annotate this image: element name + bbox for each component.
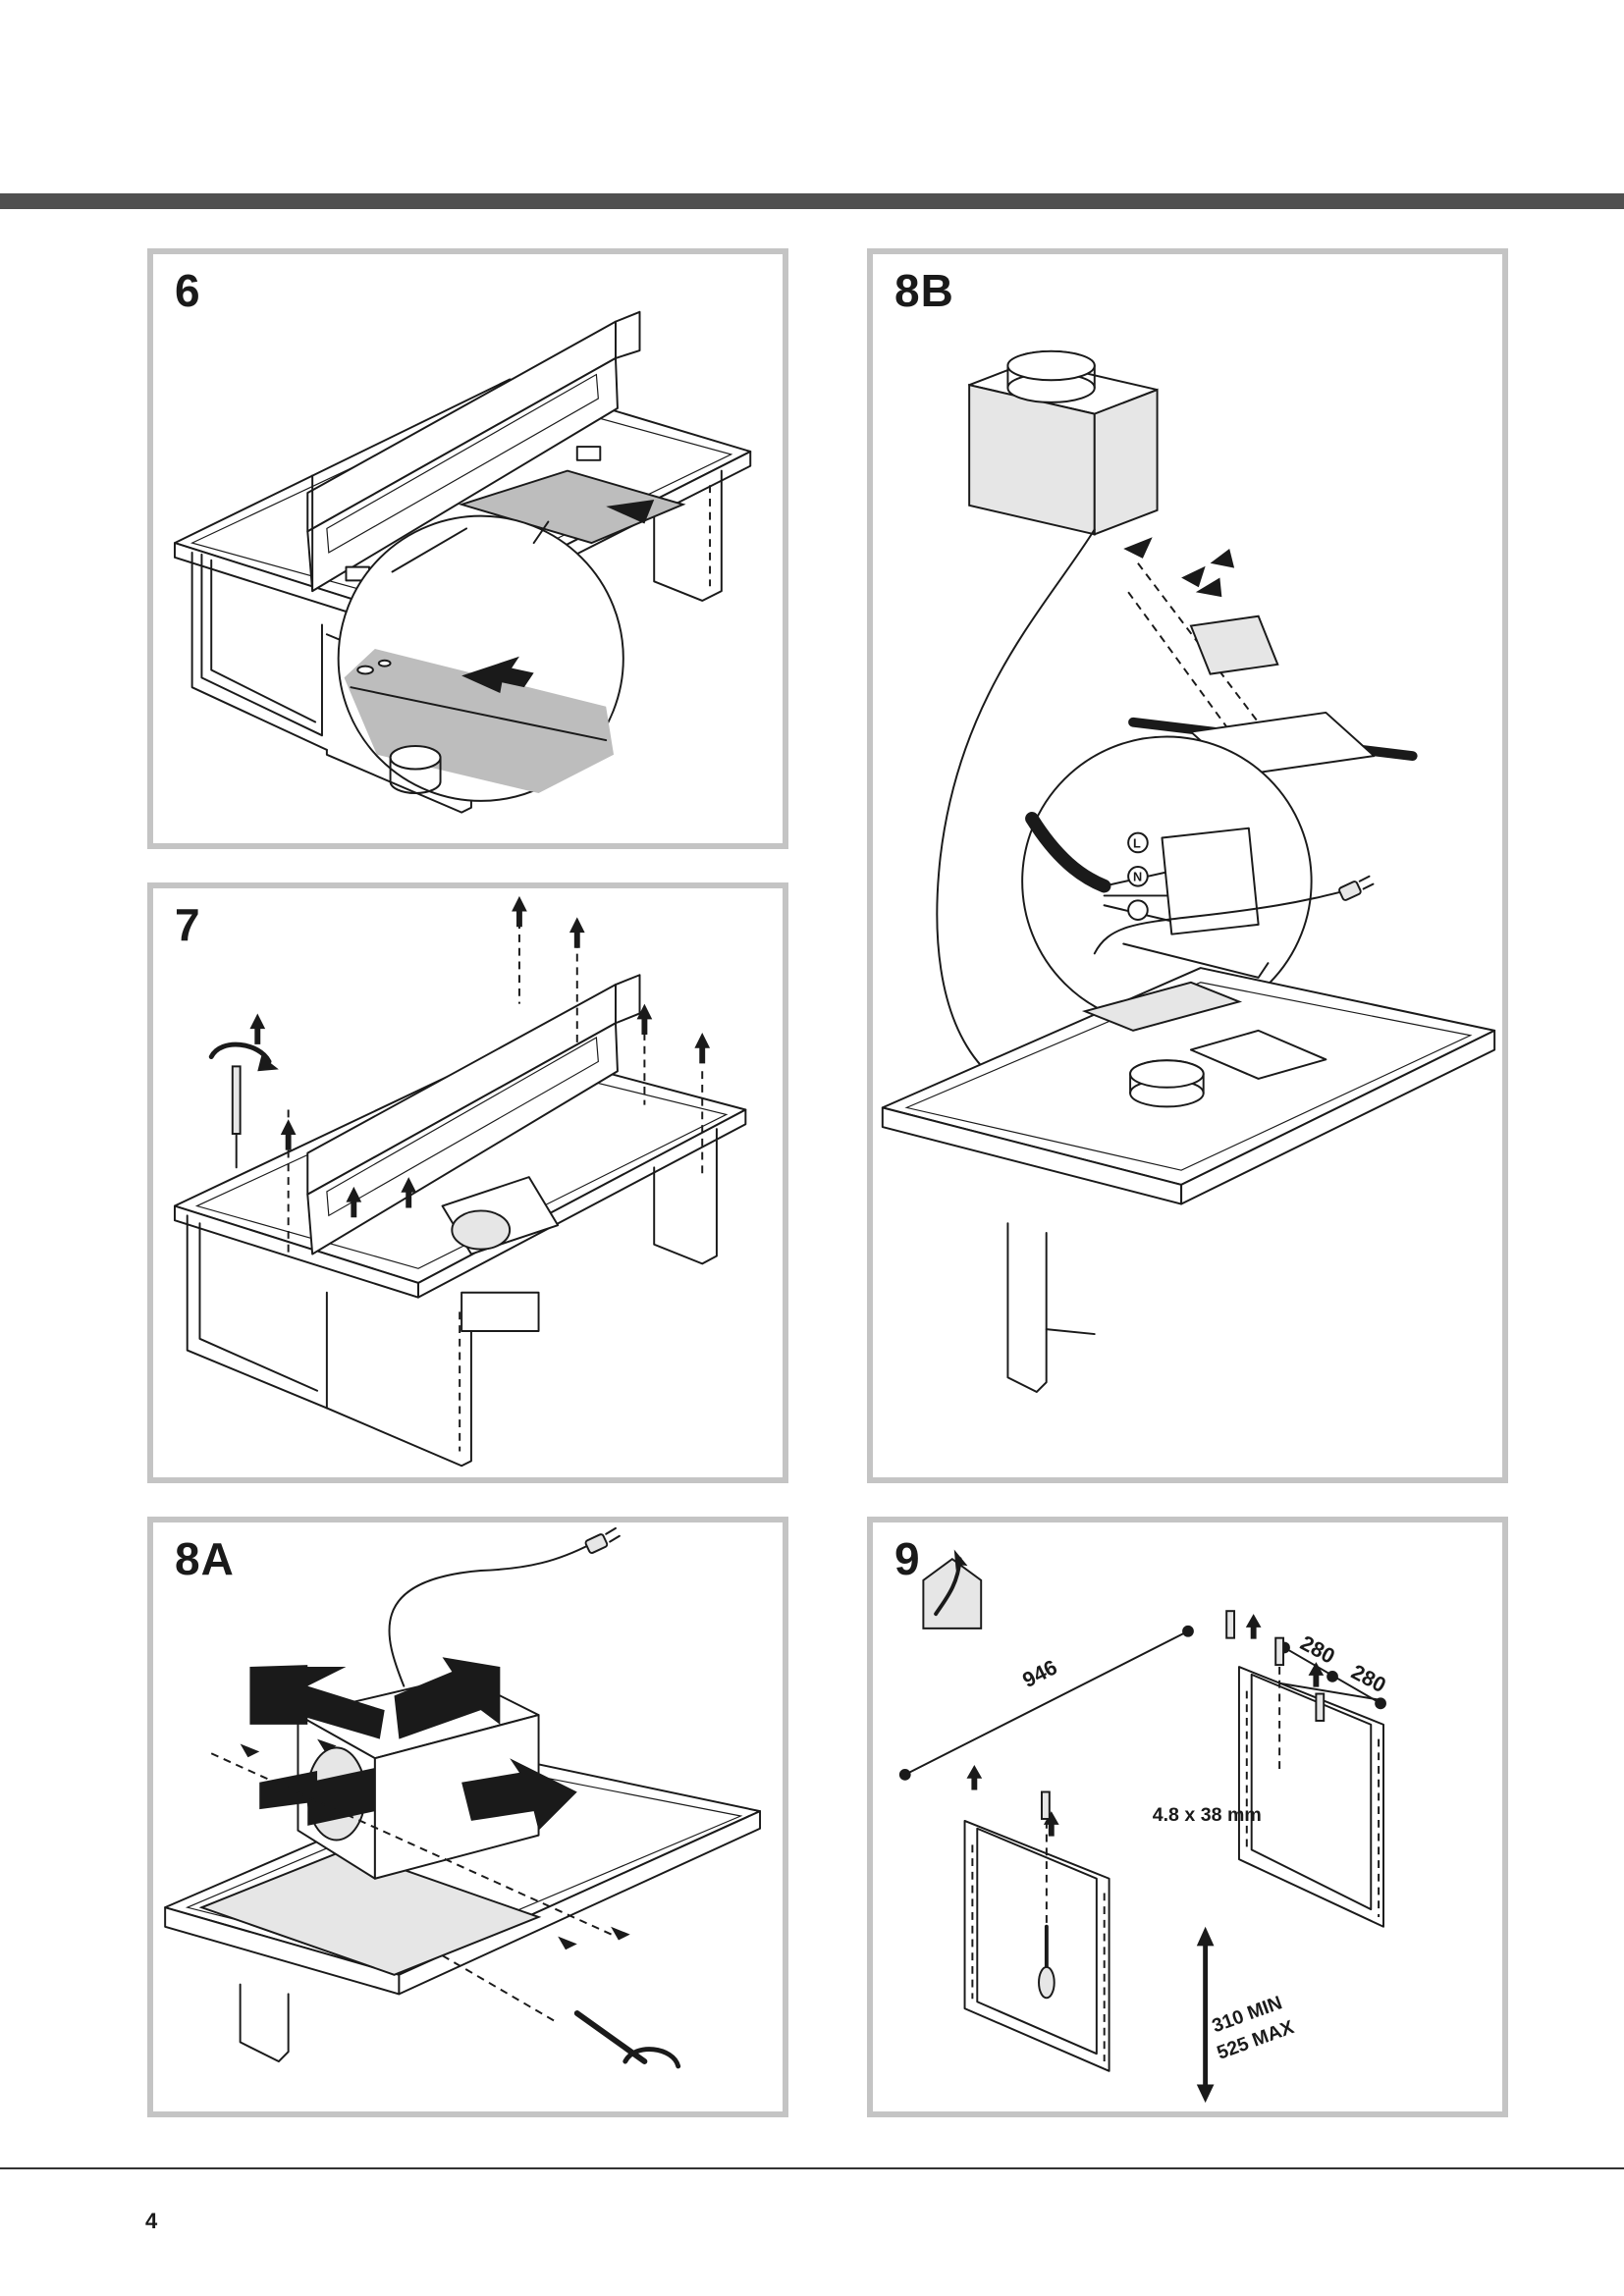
panel-6: 6	[147, 248, 788, 849]
terminal-N-label: N	[1133, 870, 1142, 884]
page-number: 4	[145, 2209, 158, 2233]
arrow-icon	[966, 1614, 1325, 1837]
screwdriver-icon	[208, 1041, 279, 1169]
power-plug-icon	[584, 1526, 621, 1554]
panel-8A: 8A	[147, 1517, 788, 2117]
screw-size-label: 4.8 x 38 mm	[1153, 1804, 1262, 1826]
dimension-946: 946	[1018, 1654, 1060, 1692]
power-plug-icon	[1338, 875, 1375, 901]
panel-6-label: 6	[175, 265, 201, 316]
panel-8B: L N 8B	[867, 248, 1508, 1483]
ducted-house-icon	[922, 1549, 983, 1629]
arrow-icon	[249, 895, 711, 1255]
panel-7: 7	[147, 882, 788, 1483]
panel-8B-label: 8B	[894, 265, 954, 316]
arrow-icon	[240, 1657, 630, 1950]
arrow-icon	[1123, 537, 1235, 598]
illustration-panel-9: 946 280 280 4.8	[898, 1549, 1390, 2104]
footer-rule	[0, 2167, 1624, 2169]
terminal-L-label: L	[1133, 835, 1141, 850]
panel-9-label: 9	[894, 1533, 921, 1584]
illustration-panel-8A	[164, 1526, 762, 2069]
dimension-280-b: 280	[1347, 1659, 1389, 1697]
screwdriver-icon	[573, 2010, 681, 2069]
illustration-panel-8B: L N	[881, 349, 1496, 1393]
dimension-280-a: 280	[1296, 1630, 1338, 1669]
screwdriver-icon	[1038, 1924, 1056, 2000]
illustration-panel-6	[173, 310, 752, 814]
illustration-panel-7	[173, 895, 747, 1468]
panel-9: 946 280 280 4.8	[867, 1517, 1508, 2117]
panel-8A-label: 8A	[175, 1533, 235, 1584]
header-bar	[0, 193, 1624, 209]
panel-7-label: 7	[175, 899, 201, 950]
